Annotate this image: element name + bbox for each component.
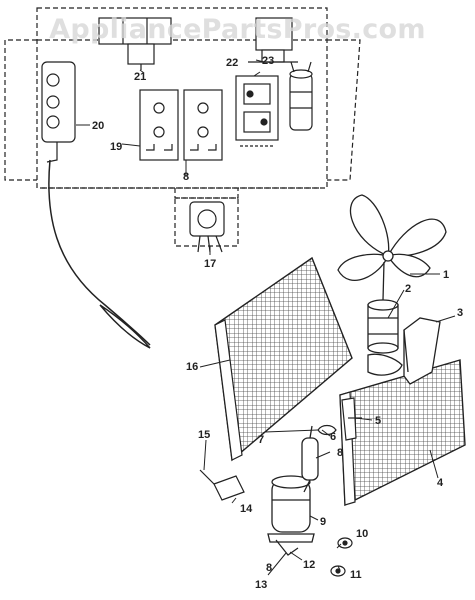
coil-4 <box>339 359 466 507</box>
part-7 <box>317 424 337 436</box>
callout-4: 4 <box>437 477 444 489</box>
callout-10: 10 <box>356 528 368 540</box>
callout-6: 6 <box>330 431 336 443</box>
callout-5: 5 <box>375 415 381 427</box>
callout-16: 16 <box>186 361 198 373</box>
callout-8b: 8 <box>183 171 189 183</box>
fan-motor-2 <box>367 261 399 354</box>
leader-lines <box>76 59 456 576</box>
callout-9: 9 <box>320 516 326 528</box>
component-22 <box>248 17 298 63</box>
callout-12: 12 <box>303 559 315 571</box>
callout-21: 21 <box>134 71 146 83</box>
callout-1: 1 <box>443 269 449 281</box>
callout-3: 3 <box>457 307 463 319</box>
grommets-10-11 <box>330 537 353 577</box>
part-14 <box>199 469 245 501</box>
run-capacitor <box>289 61 313 131</box>
callout-20: 20 <box>92 120 104 132</box>
callout-23: 23 <box>262 55 274 67</box>
callout-22: 22 <box>226 57 238 69</box>
terminal-blocks <box>139 89 223 161</box>
overload-23 <box>235 75 279 147</box>
callout-15: 15 <box>198 429 210 441</box>
coil-16 <box>214 256 353 462</box>
callout-14: 14 <box>240 503 253 515</box>
thermostat-17 <box>189 201 225 253</box>
plug <box>99 304 151 349</box>
accumulator-8 <box>301 425 319 493</box>
callout-8c: 8 <box>266 562 272 574</box>
callout-19: 19 <box>110 141 122 153</box>
control-switch-20 <box>41 61 76 163</box>
compressor-9 <box>267 475 315 543</box>
callout-7: 7 <box>258 434 264 446</box>
callout-2: 2 <box>405 283 411 295</box>
callout-13: 13 <box>255 579 267 591</box>
motor-bracket-3 <box>367 317 441 385</box>
fan-blade-1 <box>337 194 447 282</box>
callout-17: 17 <box>204 258 216 270</box>
part-12 <box>275 539 299 556</box>
callout-8a: 8 <box>337 447 343 459</box>
power-cord <box>48 159 151 346</box>
callout-11: 11 <box>350 569 362 581</box>
relay-assembly-21 <box>98 17 172 70</box>
